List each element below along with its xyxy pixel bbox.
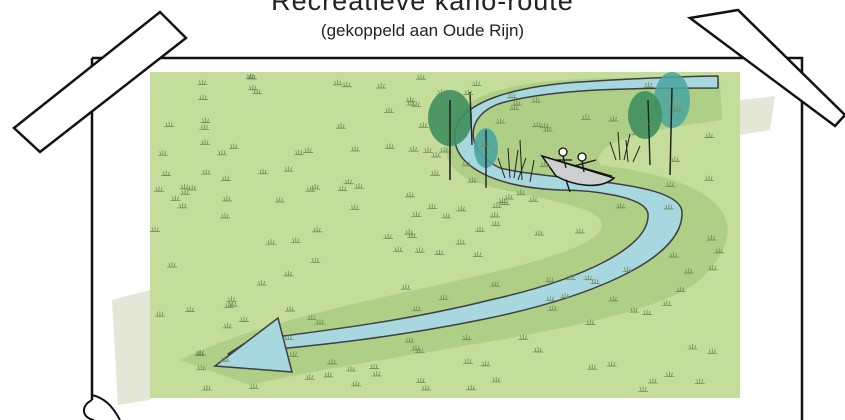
paper-shadow-right bbox=[740, 96, 775, 135]
paper-shadow bbox=[112, 290, 150, 405]
paper-curl-icon bbox=[84, 395, 120, 420]
